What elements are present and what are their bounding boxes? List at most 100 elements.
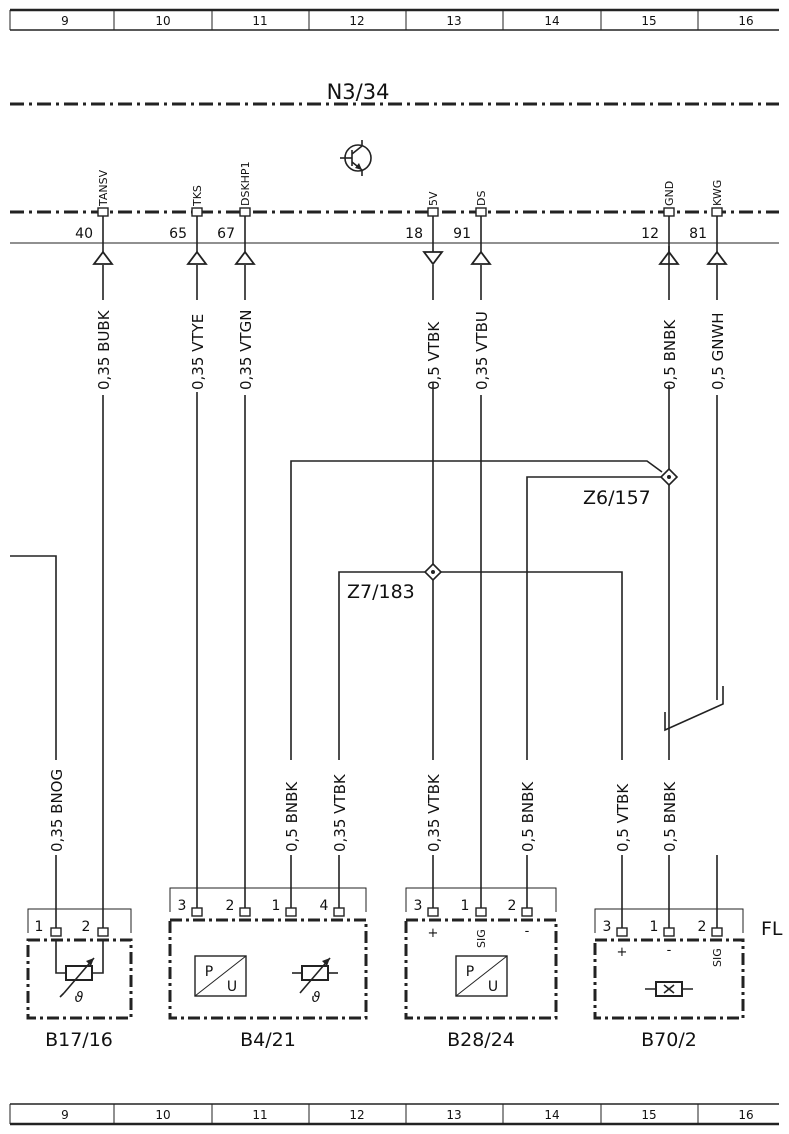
wire-label: 0,5 GNWH	[709, 312, 727, 390]
pin-number: 3	[178, 898, 187, 914]
terminal-label: +	[428, 926, 439, 941]
pin-signal-label: TKS	[191, 185, 204, 207]
component-label: B70/2	[641, 1029, 697, 1051]
pin-signal-label: TANSV	[97, 169, 110, 207]
terminal-label: SIG	[711, 948, 724, 967]
pin-number: 2	[698, 919, 707, 935]
pin-number: 67	[217, 226, 235, 242]
component-b28-24: 3 1 2 + SIG - P U B28/24	[404, 887, 558, 1051]
connector-pin: DS 91	[453, 191, 492, 265]
grid-col-label: 12	[349, 1108, 364, 1122]
grid-col-label: 16	[738, 1108, 753, 1122]
edge-reference-label: FL	[761, 918, 783, 940]
component-label: B4/21	[240, 1029, 296, 1051]
grid-col-label: 9	[61, 14, 69, 28]
pin-number: 2	[226, 898, 235, 914]
control-unit-label: N3/34	[327, 80, 390, 104]
grid-col-label: 14	[544, 1108, 559, 1122]
pin-signal-label: DSKHP1	[239, 161, 252, 206]
terminal-label: -	[667, 943, 672, 958]
signal-direction-icon	[234, 250, 256, 265]
connector-pins: TANSV 40 TKS 65 DSKHP1 67 5V 18 DS 91 GND 12 KWG 81	[75, 161, 728, 266]
terminal-label: -	[525, 924, 530, 939]
component-label: B28/24	[447, 1029, 515, 1051]
pin-number: 1	[272, 898, 281, 914]
pin-number: 91	[453, 226, 471, 242]
grid-col-label: 13	[446, 1108, 461, 1122]
component-b70-2: 3 1 2 + - SIG B70/2	[593, 908, 745, 1051]
grid-col-label: 10	[155, 14, 170, 28]
wire-label: 0,5 BNBK	[661, 319, 679, 390]
pin-number: 3	[603, 919, 612, 935]
pressure-u-label: U	[227, 979, 237, 995]
pin-signal-label: KWG	[711, 180, 724, 206]
wire-label: 0,35 VTYE	[189, 314, 207, 390]
connector-pin: TKS 65	[169, 185, 208, 265]
signal-direction-icon	[92, 250, 114, 265]
top-grid-ruler: 9 10 11 12 13 14 15 16	[9, 8, 779, 31]
signal-direction-icon	[470, 250, 492, 265]
connector-pin: 5V 18	[405, 191, 444, 266]
signal-direction-icon	[422, 251, 444, 266]
pressure-p-label: P	[205, 964, 213, 980]
grid-col-label: 15	[641, 1108, 656, 1122]
wire-label: 0,5 BNBK	[661, 781, 679, 852]
component-label: B17/16	[45, 1029, 113, 1051]
signal-direction-icon	[706, 250, 728, 265]
pin-number: 40	[75, 226, 93, 242]
splice-z7-183: Z7/183	[347, 562, 443, 603]
wire-label: 0,35 BNOG	[48, 769, 66, 852]
pressure-p-label: P	[466, 964, 474, 980]
splice-label: Z7/183	[347, 581, 415, 603]
pin-number: 12	[641, 226, 659, 242]
wire-label: 0,5 BNBK	[519, 781, 537, 852]
pin-number: 4	[320, 898, 329, 914]
top-wire-group: 0,35 BUBK 0,35 VTYE 0,35 VTGN 0,5 VTBK 0,35 …	[95, 309, 727, 390]
connector-pin: KWG 81	[689, 180, 728, 265]
terminal-label: +	[617, 945, 628, 960]
wire-label: 0,5 BNBK	[283, 781, 301, 852]
pin-number: 3	[414, 898, 423, 914]
grid-col-label: 9	[61, 1108, 69, 1122]
grid-col-label: 10	[155, 1108, 170, 1122]
pin-number: 81	[689, 226, 707, 242]
pressure-u-label: U	[488, 979, 498, 995]
connector-pin: TANSV 40	[75, 169, 114, 265]
component-b17-16: 1 2 ϑ B17/16	[26, 908, 133, 1051]
connector-pin: DSKHP1 67	[217, 161, 256, 265]
connector-pin: GND 12	[641, 181, 680, 265]
sensor-icon	[645, 981, 693, 997]
signal-direction-icon	[186, 250, 208, 265]
pin-number: 1	[35, 919, 44, 935]
pin-number: 65	[169, 226, 187, 242]
theta-icon: ϑ	[75, 990, 84, 1006]
wire-label: 0,35 VTGN	[237, 310, 255, 390]
pin-number: 1	[461, 898, 470, 914]
grid-col-label: 12	[349, 14, 364, 28]
splice-z6-157: Z6/157	[583, 467, 679, 509]
bottom-grid-ruler: 9 10 11 12 13 14 15 16	[9, 1103, 779, 1126]
grid-col-label: 11	[252, 14, 267, 28]
pin-signal-label: GND	[663, 181, 676, 206]
wire-label: 0,35 VTBK	[425, 773, 443, 852]
wire-label: 0,35 VTBU	[473, 311, 491, 390]
grid-col-label: 13	[446, 14, 461, 28]
pin-number: 2	[82, 919, 91, 935]
component-b4-21: 3 2 1 4 P U ϑ B4/21	[168, 887, 368, 1051]
pin-signal-label: 5V	[427, 191, 440, 206]
wire-label: 0,5 VTBK	[614, 783, 632, 852]
pin-signal-label: DS	[475, 191, 488, 206]
grid-col-label: 16	[738, 14, 753, 28]
grid-col-label: 11	[252, 1108, 267, 1122]
pin-number: 18	[405, 226, 423, 242]
grid-col-label: 14	[544, 14, 559, 28]
terminal-label: SIG	[475, 929, 488, 948]
grid-col-label: 15	[641, 14, 656, 28]
theta-icon: ϑ	[312, 990, 321, 1006]
pin-number: 2	[508, 898, 517, 914]
wire-label: 0,35 BUBK	[95, 309, 113, 390]
pin-number: 1	[650, 919, 659, 935]
wire-label: 0,5 VTBK	[425, 321, 443, 390]
